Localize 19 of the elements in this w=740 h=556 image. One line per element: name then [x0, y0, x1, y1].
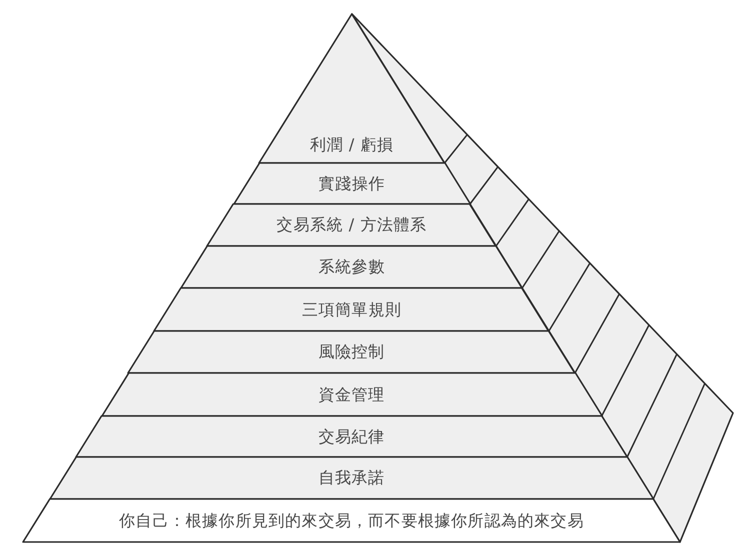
pyramid-layer — [181, 246, 522, 288]
pyramid-layer — [76, 416, 628, 457]
pyramid-layer — [234, 163, 470, 204]
layer-label: 系統參數 — [318, 258, 385, 276]
layer-label: 你自己：根據你所見到的來交易，而不要根據你所認為的來交易 — [119, 512, 584, 530]
pyramid-layer — [154, 288, 549, 331]
pyramid-base-layer — [23, 499, 680, 542]
layer-label: 交易紀律 — [318, 428, 385, 446]
layer-label: 資金管理 — [318, 386, 385, 404]
layer-label: 風險控制 — [318, 343, 385, 361]
layer-label: 自我承諾 — [318, 469, 385, 487]
layer-label: 交易系統 / 方法體系 — [276, 216, 427, 234]
layer-label: 三項簡單規則 — [302, 300, 402, 318]
layer-label: 實踐操作 — [318, 174, 386, 192]
pyramid-layer — [102, 373, 602, 416]
pyramid-layer — [128, 331, 575, 373]
pyramid-layer — [50, 457, 654, 499]
pyramid-layer — [207, 204, 496, 246]
layer-label: 利潤 / 虧損 — [310, 136, 394, 154]
